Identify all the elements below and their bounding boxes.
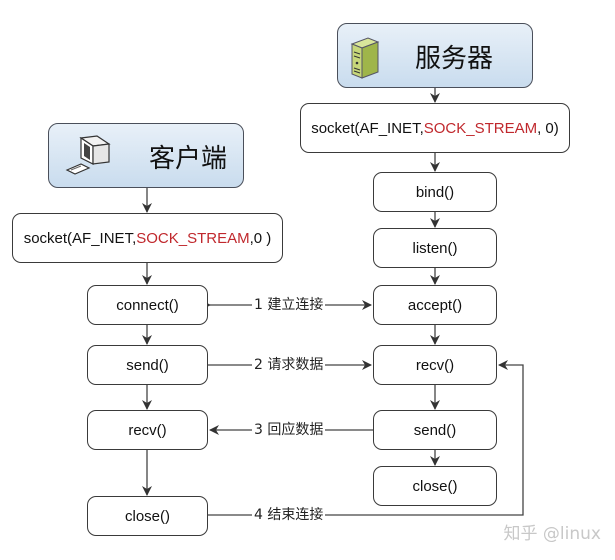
server-icon — [350, 37, 380, 79]
client-step-connect: connect() — [87, 285, 208, 325]
client-socket-type: SOCK_STREAM — [136, 229, 250, 247]
server-socket-suffix: , 0) — [537, 119, 559, 137]
server-step-accept: accept() — [373, 285, 497, 325]
client-step-recv: recv() — [87, 410, 208, 450]
client-socket-box: socket(AF_INET,SOCK_STREAM,0 ) — [12, 213, 283, 263]
server-header: 服务器 — [337, 23, 533, 88]
server-step-send: send() — [373, 410, 497, 450]
client-header: 客户端 — [48, 123, 244, 188]
watermark: 知乎 @linux — [503, 524, 601, 544]
link-2-label: 2 请求数据 — [252, 357, 326, 373]
server-socket-box: socket(AF_INET,SOCK_STREAM, 0) — [300, 103, 570, 153]
server-step-bind: bind() — [373, 172, 497, 212]
client-step-close: close() — [87, 496, 208, 536]
server-step-listen: listen() — [373, 228, 497, 268]
link-1-label: 1 建立连接 — [252, 297, 326, 313]
server-title: 服务器 — [415, 44, 494, 74]
server-step-recv: recv() — [373, 345, 497, 385]
client-socket-suffix: ,0 ) — [249, 229, 272, 247]
client-title: 客户端 — [149, 144, 228, 174]
computer-icon — [65, 135, 111, 175]
link-3-label: 3 回应数据 — [252, 422, 326, 438]
client-socket-prefix: socket(AF_INET, — [23, 229, 137, 247]
client-step-send: send() — [87, 345, 208, 385]
link-4-label: 4 结束连接 — [252, 507, 326, 523]
server-socket-prefix: socket(AF_INET, — [311, 119, 424, 137]
link-4-line — [208, 360, 524, 516]
server-socket-type: SOCK_STREAM — [423, 119, 538, 137]
server-step-close: close() — [373, 466, 497, 506]
